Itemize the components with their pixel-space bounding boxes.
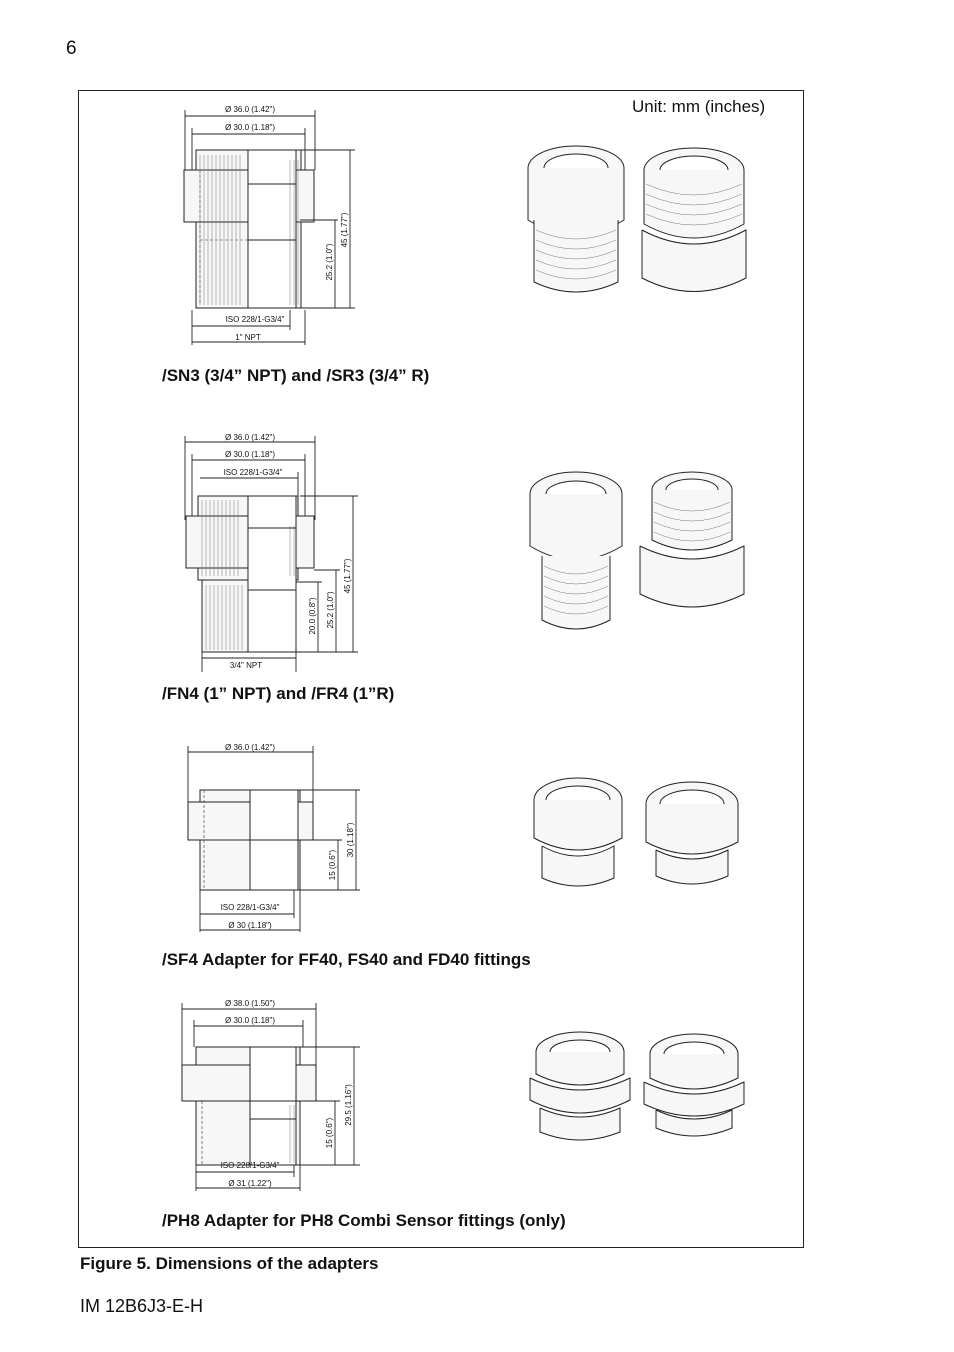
sf4-dimension-drawing: Ø 36.0 (1.42") 30 (1.18") 15 (0.6") ISO … (187, 743, 360, 932)
sn3-dimension-drawing: Ø 36.0 (1.42") Ø 30.0 (1.18") 45 (1.77")… (183, 105, 355, 345)
sf4-h1-label: 15 (0.6") (328, 849, 337, 880)
sf4-adapter-illustration (533, 777, 739, 887)
fn4-iso-label: ISO 228/1-G3/4" (224, 468, 283, 477)
figure-frame (78, 90, 804, 1248)
ph8-adapter-illustration (529, 1031, 745, 1141)
ph8-d1-label: Ø 38.0 (1.50") (225, 999, 275, 1008)
sn3-iso-label: ISO 228/1-G3/4" (226, 315, 285, 324)
ph8-caption: /PH8 Adapter for PH8 Combi Sensor fittin… (162, 1211, 566, 1230)
ph8-d3-label: Ø 31 (1.22") (228, 1179, 272, 1188)
unit-label: Unit: mm (inches) (632, 97, 766, 116)
fn4-d2-label: Ø 30.0 (1.18") (225, 450, 275, 459)
ph8-d2-label: Ø 30.0 (1.18") (225, 1016, 275, 1025)
sn3-d1-label: Ø 36.0 (1.42") (225, 105, 275, 114)
sf4-caption: /SF4 Adapter for FF40, FS40 and FD40 fit… (162, 950, 531, 969)
page-number: 6 (66, 38, 77, 59)
ph8-h1-label: 15 (0.6") (325, 1117, 334, 1148)
ph8-iso-label: ISO 228/1-G3/4" (221, 1161, 280, 1170)
sf4-iso-label: ISO 228/1-G3/4" (221, 903, 280, 912)
sn3-adapter-illustration (527, 145, 747, 293)
ph8-h2-label: 29.5 (1.16") (344, 1084, 353, 1126)
sn3-d2-label: Ø 30.0 (1.18") (225, 123, 275, 132)
sn3-thread-label: 1" NPT (235, 333, 261, 342)
fn4-d1-label: Ø 36.0 (1.42") (225, 433, 275, 442)
sf4-h2-label: 30 (1.18") (346, 822, 355, 857)
sf4-d3-label: Ø 30 (1.18") (228, 921, 272, 930)
figure-title: Figure 5. Dimensions of the adapters (80, 1254, 379, 1273)
fn4-adapter-illustration (529, 471, 745, 630)
fn4-dimension-drawing: Ø 36.0 (1.42") Ø 30.0 (1.18") ISO 228/1-… (184, 433, 358, 672)
sn3-caption: /SN3 (3/4” NPT) and /SR3 (3/4” R) (162, 366, 430, 385)
sn3-h2-label: 45 (1.77") (340, 212, 349, 247)
fn4-caption: /FN4 (1” NPT) and /FR4 (1”R) (162, 684, 395, 703)
fn4-h2-label: 45 (1.77") (343, 558, 352, 593)
fn4-thread-label: 3/4" NPT (230, 661, 262, 670)
ph8-dimension-drawing: Ø 38.0 (1.50") Ø 30.0 (1.18") 29.5 (1.16… (181, 999, 360, 1191)
document-id: IM 12B6J3-E-H (80, 1296, 204, 1316)
fn4-h0-label: 20.0 (0.8") (308, 597, 317, 634)
fn4-h1-label: 25.2 (1.0") (326, 591, 335, 628)
sf4-d1-label: Ø 36.0 (1.42") (225, 743, 275, 752)
sn3-h1-label: 25.2 (1.0") (325, 243, 334, 280)
